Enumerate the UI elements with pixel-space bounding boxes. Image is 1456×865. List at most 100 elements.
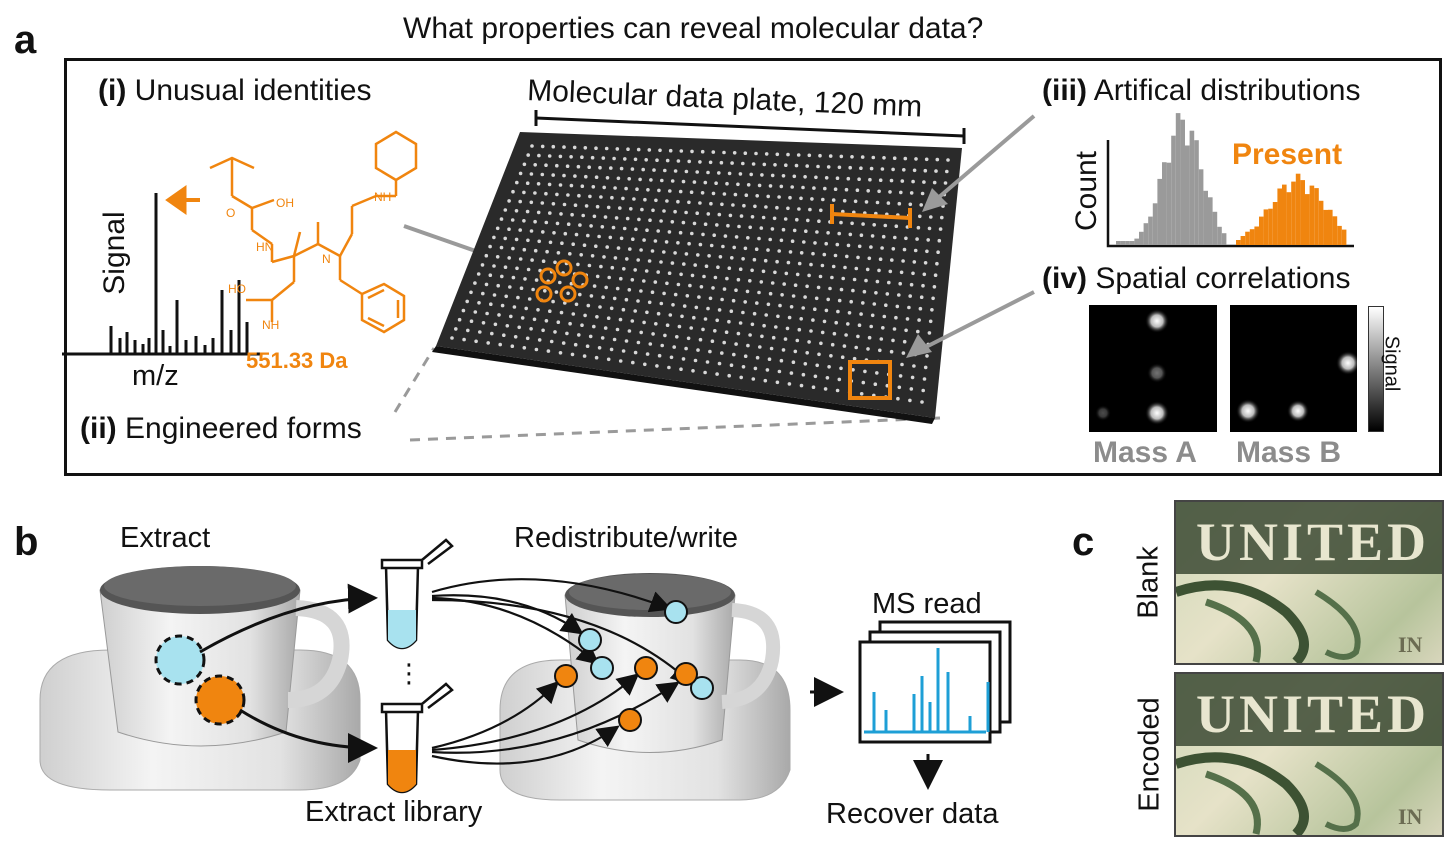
plate-well: [897, 293, 901, 297]
plate-well: [700, 191, 705, 195]
plate-well: [588, 194, 592, 199]
plate-well: [874, 291, 878, 295]
plate-well: [811, 318, 815, 322]
plate-well: [594, 175, 599, 179]
plate-well: [667, 230, 672, 234]
plate-well: [669, 355, 674, 360]
plate-well: [481, 321, 486, 325]
plate-well: [602, 185, 606, 190]
plate-well: [872, 223, 876, 227]
plate-well: [648, 218, 652, 222]
plate-well: [627, 177, 631, 181]
plate-well: [536, 308, 540, 312]
plate-well: [570, 212, 574, 217]
plate-well: [647, 300, 652, 305]
plate-well: [485, 311, 489, 316]
plate-well: [703, 370, 707, 375]
plate-well: [797, 261, 802, 266]
plate-well: [726, 223, 730, 228]
plate-well: [536, 210, 541, 215]
plate-well: [679, 367, 683, 372]
plate-well: [734, 342, 738, 346]
plate-well: [902, 168, 906, 172]
plate-well: [896, 396, 900, 401]
plate-well: [738, 321, 743, 325]
plate-well: [746, 236, 750, 240]
plate-well: [811, 385, 816, 390]
plate-well: [590, 155, 595, 160]
plate-well: [936, 250, 940, 254]
plate-well: [583, 146, 588, 150]
plate-well: [619, 276, 623, 281]
ms-spectrum-lines: [864, 648, 990, 734]
plate-well: [839, 366, 843, 371]
plate-well: [540, 201, 545, 205]
histogram-bar-present: [1300, 180, 1305, 245]
plate-well: [752, 311, 757, 316]
plate-well: [814, 175, 818, 180]
plate-well: [603, 326, 608, 330]
plate-well: [853, 199, 858, 204]
plate-well: [614, 216, 619, 220]
plate-well: [763, 378, 768, 383]
plate-well: [492, 264, 496, 268]
plate-well: [897, 201, 902, 206]
plate-well: [708, 160, 713, 165]
plate-well: [921, 388, 925, 393]
histogram-bar-present: [1236, 240, 1241, 245]
plate-well: [517, 325, 521, 330]
plate-well: [562, 145, 566, 149]
plate-well: [551, 173, 555, 177]
histogram-bar-present: [1259, 216, 1264, 245]
plate-well: [647, 259, 652, 263]
plate-well: [525, 181, 530, 185]
plate-well: [820, 330, 825, 335]
plate-well: [743, 151, 748, 155]
plate-well: [730, 161, 734, 165]
plate-well: [806, 218, 810, 223]
plate-well: [760, 173, 764, 177]
plate-well: [644, 269, 649, 273]
plate-well: [580, 184, 585, 188]
plate-well: [720, 297, 724, 302]
plate-well: [584, 204, 589, 208]
plate-well: [930, 308, 934, 312]
plate-well: [705, 360, 710, 364]
plate-well: [831, 264, 836, 269]
plate-well: [929, 215, 933, 219]
histogram-bar-reference: [1217, 226, 1222, 245]
plate-well: [786, 152, 790, 157]
plate-well: [742, 203, 746, 208]
plate-well: [762, 323, 766, 328]
plate-well: [608, 235, 613, 240]
histogram-bar-present: [1309, 185, 1315, 245]
plate-well: [571, 242, 575, 246]
plate-well: [469, 319, 474, 324]
plate-well: [595, 315, 599, 319]
chem-label-nh2: NH: [262, 318, 280, 332]
plate-well: [757, 183, 762, 188]
plate-well: [828, 286, 832, 291]
plate-well: [695, 211, 699, 215]
plate-well: [656, 311, 661, 316]
plate-well: [919, 203, 923, 207]
plate-well: [738, 267, 743, 272]
plate-well: [636, 258, 640, 262]
plate-well: [766, 248, 770, 252]
plate-well: [911, 271, 915, 276]
plate-well: [644, 158, 648, 162]
histogram-bar-present: [1318, 200, 1324, 245]
plate-well: [522, 162, 527, 167]
plate-well: [834, 320, 838, 325]
plate-well: [801, 185, 805, 190]
plate-well: [503, 265, 508, 270]
histogram-bar-reference: [1129, 241, 1135, 245]
plate-well: [645, 228, 649, 232]
plate-well: [808, 207, 812, 212]
plate-edge: [432, 346, 935, 424]
plate-well: [802, 240, 806, 244]
plate-well: [556, 320, 561, 325]
plate-well: [715, 318, 719, 323]
plate-well: [450, 336, 454, 340]
plate-well: [643, 362, 647, 367]
